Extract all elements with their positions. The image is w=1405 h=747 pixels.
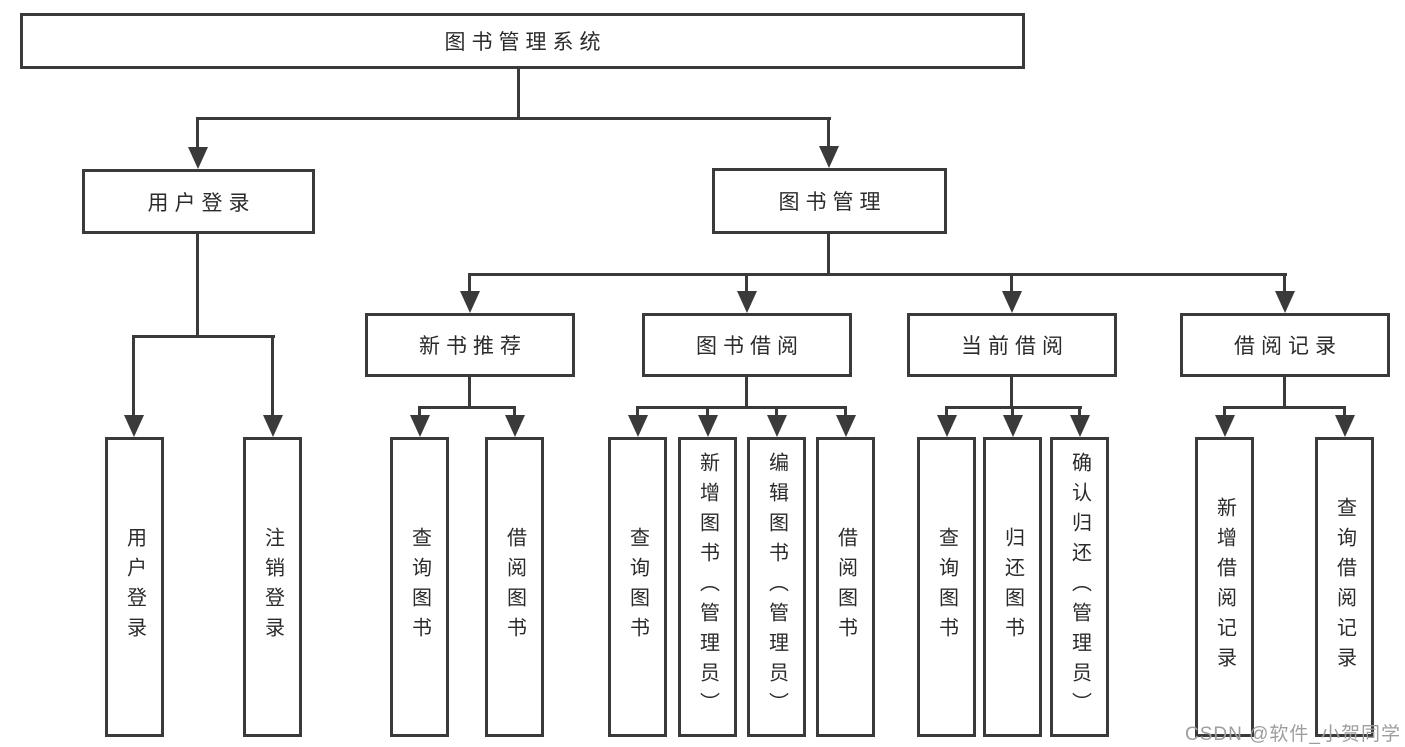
leaf-label: 查询图书 (935, 527, 958, 647)
node-new-book-recommendation: 新书推荐 (365, 313, 575, 377)
leaf-label: 确认归还（管理员） (1068, 452, 1091, 722)
connector-drop-leaf (1011, 406, 1014, 419)
arrow-down-icon (698, 415, 718, 437)
arrow-down-icon (1275, 291, 1295, 313)
connector-drop-leaf (844, 406, 847, 419)
leaf-borrow-books-recommend: 借阅图书 (485, 437, 544, 737)
arrow-down-icon (410, 415, 430, 437)
connector-section-stem (745, 375, 748, 408)
node-user-login: 用户登录 (82, 169, 315, 234)
leaf-label: 借阅图书 (834, 527, 857, 647)
leaf-query-books-recommend: 查询图书 (390, 437, 449, 737)
leaf-add-books-admin: 新增图书（管理员） (678, 437, 737, 737)
arrow-down-icon (737, 291, 757, 313)
leaf-label: 查询图书 (408, 527, 431, 647)
arrow-down-icon (1335, 415, 1355, 437)
connector-drop-leaf (132, 335, 135, 417)
connector-drop-leaf (1223, 406, 1226, 419)
leaf-label: 查询借阅记录 (1333, 497, 1356, 677)
connector-drop-leaf (1343, 406, 1346, 419)
arrow-down-icon (1002, 291, 1022, 313)
leaf-label: 归还图书 (1001, 527, 1024, 647)
connector-section-branch (636, 406, 847, 409)
leaf-edit-books-admin: 编辑图书（管理员） (747, 437, 806, 737)
connector-drop-leaf (706, 406, 709, 419)
connector-section-branch (1223, 406, 1346, 409)
connector-root-branch (196, 117, 831, 120)
leaf-logout: 注销登录 (243, 437, 302, 737)
connector-drop-leaf (418, 406, 421, 419)
leaf-label: 注销登录 (261, 527, 284, 647)
connector-section-stem (1283, 375, 1286, 408)
node-book-management: 图书管理 (712, 168, 947, 234)
connector-drop-section (1010, 273, 1013, 293)
node-borrowing-records: 借阅记录 (1180, 313, 1390, 377)
connector-drop-leaf (775, 406, 778, 419)
arrow-down-icon (628, 415, 648, 437)
connector-section-stem (468, 375, 471, 408)
arrow-down-icon (124, 415, 144, 437)
leaf-label: 借阅图书 (503, 527, 526, 647)
connector-book-management-branch (468, 273, 1287, 276)
node-book-borrowing: 图书借阅 (642, 313, 852, 377)
arrow-down-icon (1070, 415, 1090, 437)
leaf-label: 新增图书（管理员） (696, 452, 719, 722)
leaf-user-login: 用户登录 (105, 437, 164, 737)
csdn-watermark: CSDN @软件_小贺同学 (1185, 724, 1401, 745)
connector-drop-leaf (271, 335, 274, 417)
arrow-down-icon (505, 415, 525, 437)
arrow-down-icon (1003, 415, 1023, 437)
leaf-borrow-books-borrowing: 借阅图书 (816, 437, 875, 737)
leaf-label: 编辑图书（管理员） (765, 452, 788, 722)
connector-drop-section (745, 273, 748, 293)
node-library-management-system: 图书管理系统 (20, 13, 1025, 69)
arrow-down-icon (460, 291, 480, 313)
connector-drop-user-login (196, 117, 199, 149)
connector-section-stem (1010, 375, 1013, 408)
arrow-down-icon (819, 146, 839, 168)
leaf-query-books-current: 查询图书 (917, 437, 976, 737)
connector-drop-leaf (1078, 406, 1081, 419)
arrow-down-icon (188, 147, 208, 169)
connector-drop-leaf (945, 406, 948, 419)
arrow-down-icon (767, 415, 787, 437)
connector-drop-book-management (827, 117, 830, 148)
connector-drop-leaf (513, 406, 516, 419)
arrow-down-icon (937, 415, 957, 437)
leaf-label: 用户登录 (123, 527, 146, 647)
connector-book-management-stem (827, 231, 830, 275)
connector-user-login-branch (132, 335, 275, 338)
leaf-return-books: 归还图书 (983, 437, 1042, 737)
connector-drop-section (1283, 273, 1286, 293)
leaf-label: 查询图书 (626, 527, 649, 647)
connector-section-branch (418, 406, 516, 409)
leaf-label: 新增借阅记录 (1213, 497, 1236, 677)
connector-user-login-stem (196, 231, 199, 336)
node-current-borrowing: 当前借阅 (907, 313, 1117, 377)
leaf-confirm-return-admin: 确认归还（管理员） (1050, 437, 1109, 737)
arrow-down-icon (1215, 415, 1235, 437)
arrow-down-icon (836, 415, 856, 437)
connector-drop-section (468, 273, 471, 293)
arrow-down-icon (263, 415, 283, 437)
leaf-add-borrow-record: 新增借阅记录 (1195, 437, 1254, 737)
connector-root-stem (517, 66, 520, 119)
connector-drop-leaf (636, 406, 639, 419)
leaf-query-borrow-record: 查询借阅记录 (1315, 437, 1374, 737)
leaf-query-books-borrowing: 查询图书 (608, 437, 667, 737)
